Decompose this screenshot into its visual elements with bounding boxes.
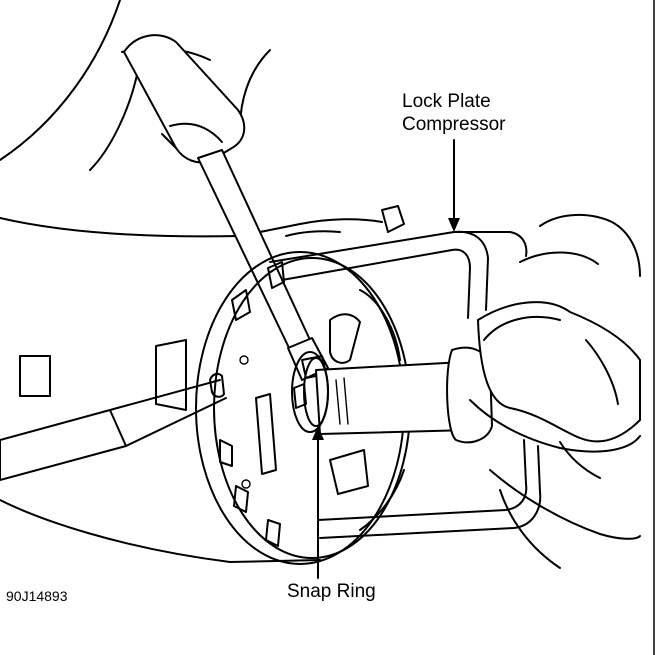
leader-lock-plate-compressor (448, 139, 460, 232)
figure-id-label: 90J14893 (6, 588, 68, 604)
punch-tool (0, 379, 227, 481)
snap-ring (291, 351, 329, 433)
right-hand (469, 213, 641, 569)
lock-plate-compressor-label: Lock Plate Compressor (402, 90, 505, 136)
leader-snap-ring (312, 426, 324, 579)
screwdriver (123, 34, 329, 381)
lock-plate-compressor-label-line2: Compressor (402, 114, 506, 135)
lock-plate-compressor (269, 230, 542, 539)
lock-plate-compressor-label-line1: Lock Plate (402, 91, 491, 112)
compressor-shaft (315, 346, 493, 444)
snap-ring-label: Snap Ring (287, 581, 376, 602)
steering-column-shroud (0, 205, 405, 563)
